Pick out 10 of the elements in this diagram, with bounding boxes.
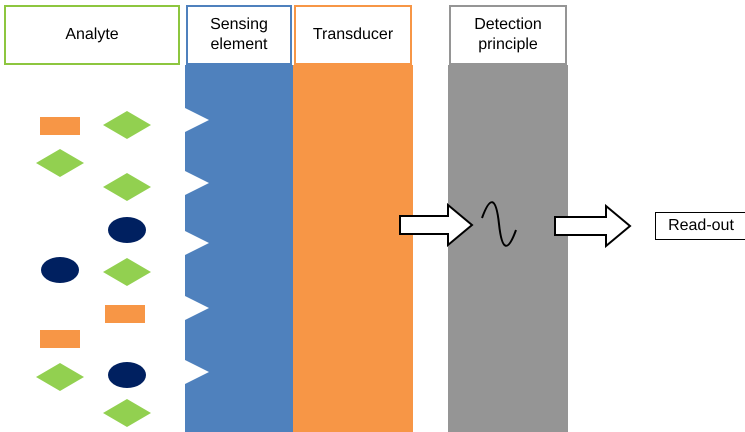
block-arrow (399, 202, 474, 248)
layer-title: Sensing element (209, 15, 269, 55)
readout-box: Read-out (655, 212, 745, 240)
column-header: Analyte (4, 5, 180, 65)
sensing-layer (185, 5, 293, 432)
layer-title: Detection principle (473, 15, 543, 55)
transducer-layer (293, 5, 413, 432)
block-arrow (554, 204, 632, 248)
layer-title: Transducer (312, 25, 394, 45)
detection-layer (448, 5, 568, 432)
